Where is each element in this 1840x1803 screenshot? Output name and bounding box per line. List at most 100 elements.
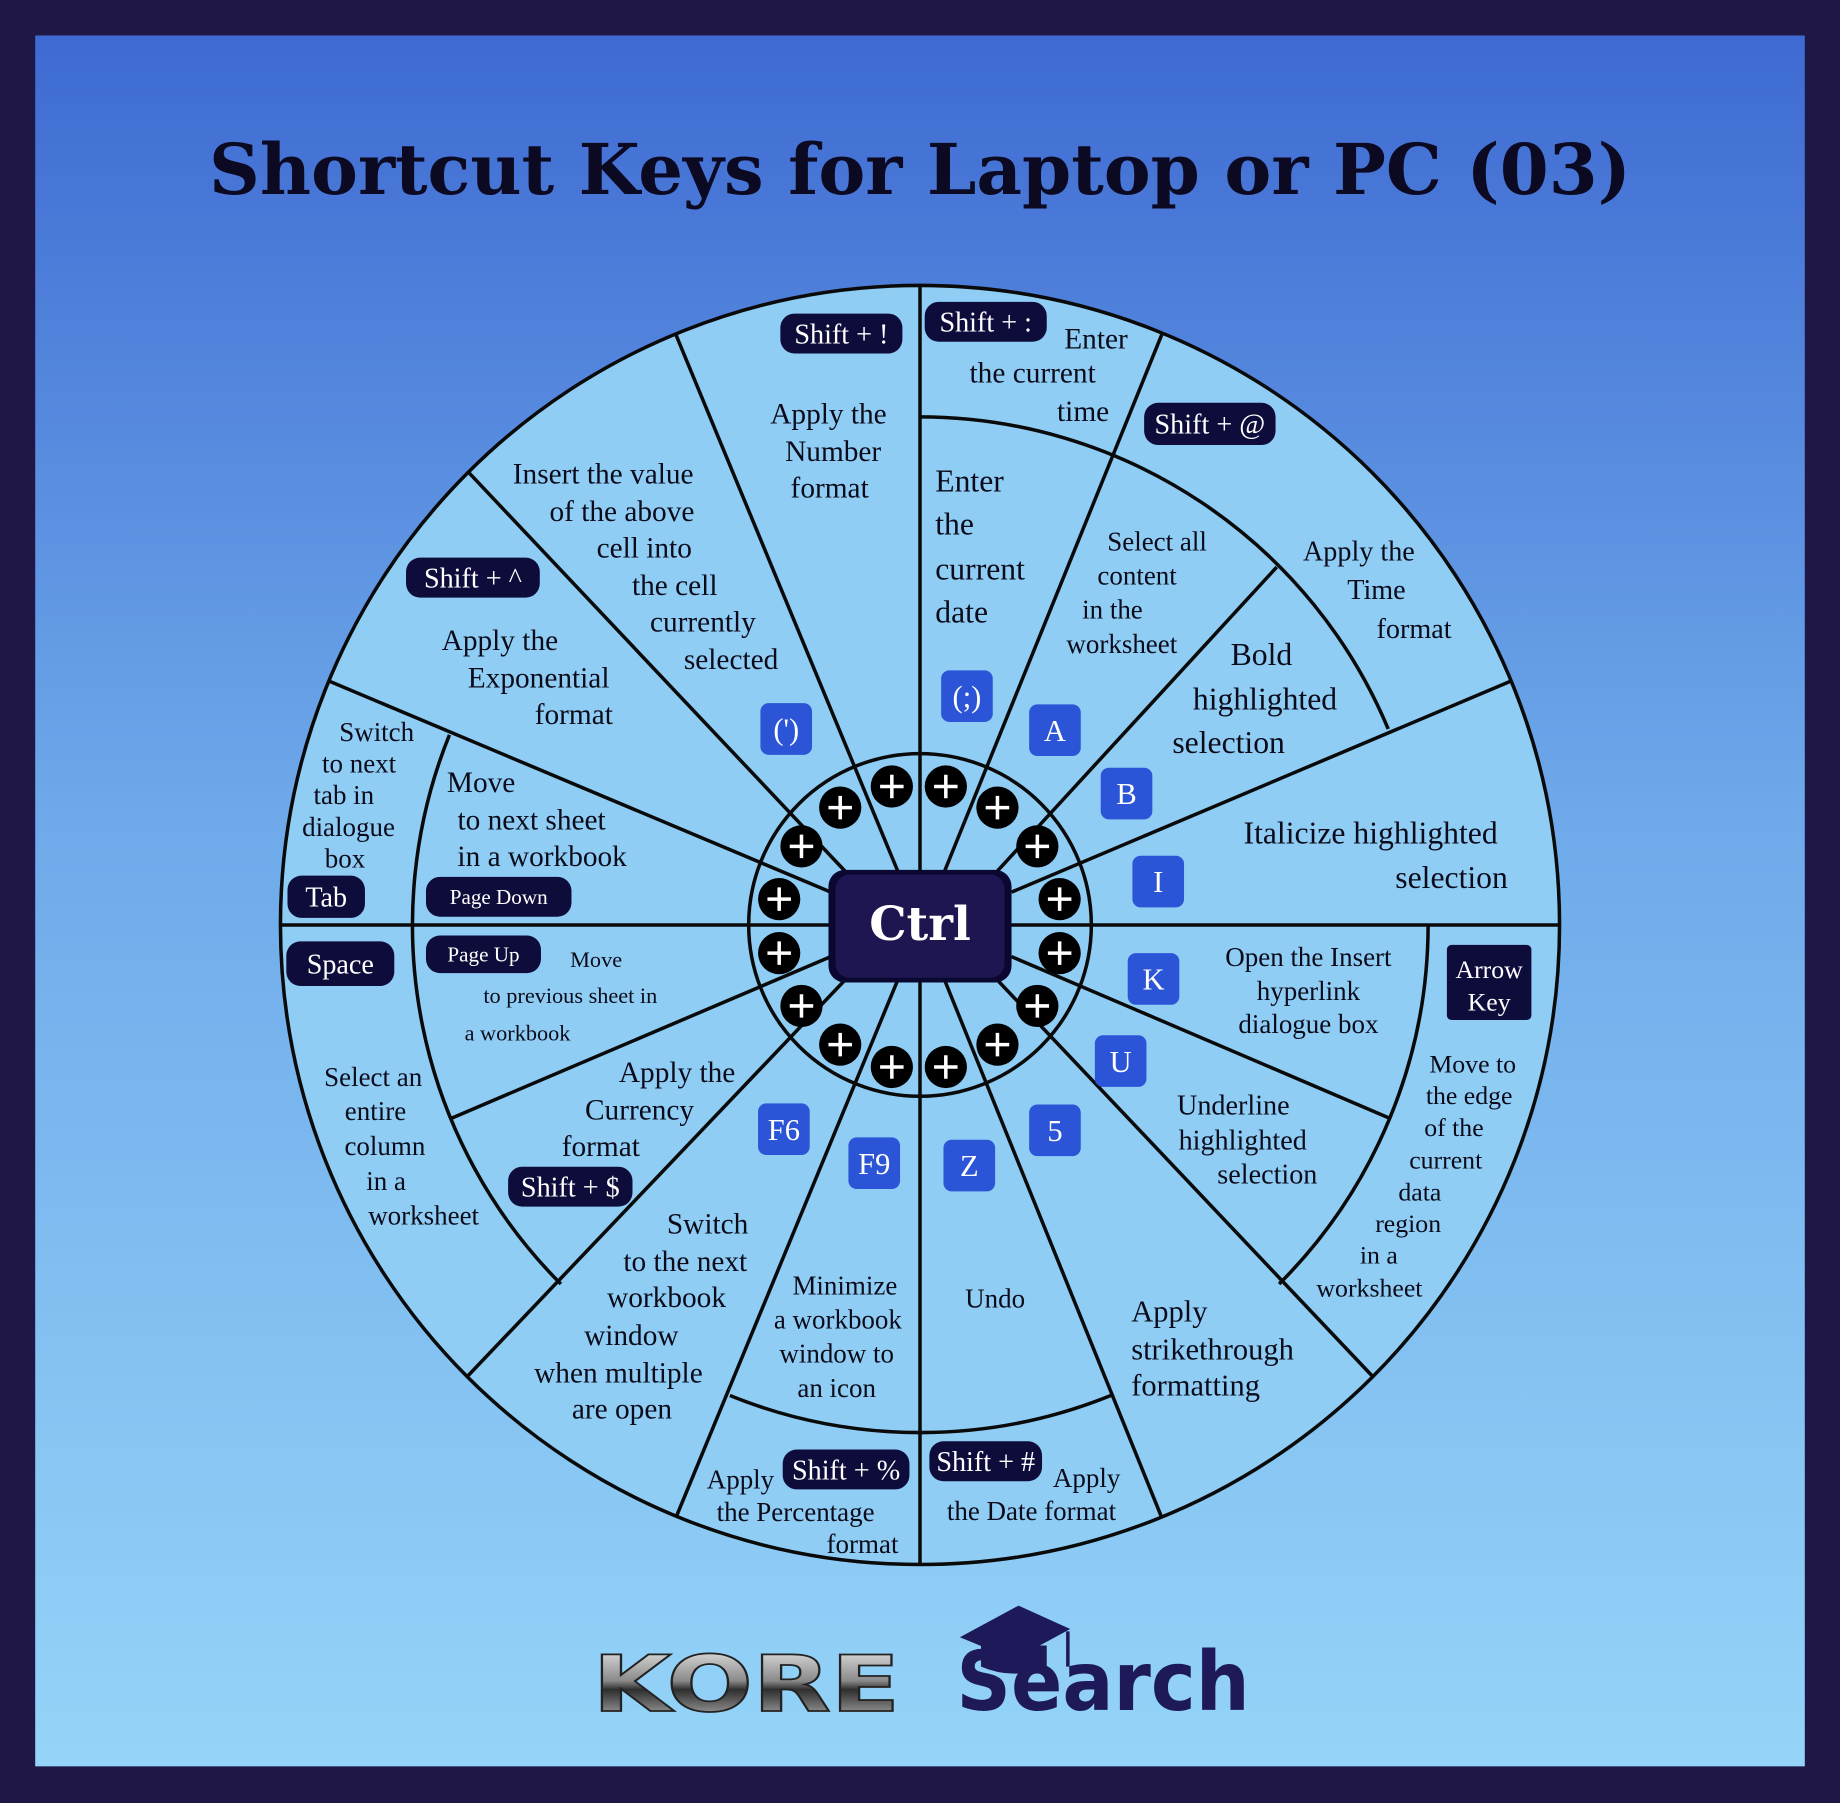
page-title: Shortcut Keys for Laptop or PC (03)	[209, 128, 1631, 211]
sector-description-line: window	[584, 1320, 679, 1352]
shortcut-key-badge: Tab	[287, 875, 365, 918]
plus-circle-icon	[1038, 932, 1081, 975]
sector-description-line: content	[1097, 561, 1177, 591]
sector-description-line: cell into	[597, 532, 692, 564]
sector-description-line: Enter	[1064, 324, 1128, 356]
logo-kore: KORE	[593, 1640, 900, 1730]
shortcut-key-label: Tab	[305, 883, 347, 914]
plus-circle-icon	[758, 878, 801, 921]
sector-description-line: when multiple	[534, 1357, 703, 1389]
shortcut-key-badge: Space	[286, 941, 395, 986]
sector-description-line: data	[1398, 1177, 1442, 1206]
shortcut-key-badge: B	[1100, 767, 1153, 820]
sector-divider	[468, 471, 847, 873]
shortcut-key-label: B	[1116, 777, 1136, 811]
sector-description-line: the Percentage	[717, 1497, 875, 1527]
logo-search: Search	[956, 1635, 1249, 1730]
shortcut-key-badge: (;)	[941, 670, 993, 722]
sector-description-line: the cell	[632, 570, 717, 602]
sector-description-line: Open the Insert	[1225, 942, 1392, 972]
sector-description-line: to the next	[623, 1246, 747, 1278]
sector-description-line: format	[562, 1131, 640, 1163]
sector-description-line: Bold	[1231, 637, 1293, 672]
sector-description-line: Exponential	[468, 663, 610, 695]
sector-description-line: currently	[650, 606, 756, 638]
plus-circle-icon	[870, 1045, 913, 1089]
sector-description-line: date	[935, 595, 988, 630]
sector-description-line: in a	[1360, 1241, 1399, 1270]
shortcut-key-label: Shift + %	[792, 1455, 900, 1486]
shortcut-key-label: Page Down	[450, 885, 548, 909]
sector-description-line: an icon	[797, 1373, 876, 1403]
sector-description-line: to next	[322, 748, 397, 778]
inner-arc-bottom	[729, 1392, 1115, 1435]
shortcut-key-badge: F6	[758, 1103, 810, 1155]
shortcut-key-badge: K	[1127, 953, 1180, 1005]
sector-description-line: Apply	[707, 1464, 775, 1494]
ctrl-key-label: Ctrl	[869, 897, 971, 952]
inner-ring	[746, 751, 1094, 1099]
sector-description-line: Insert the value	[513, 458, 694, 490]
sector-divider	[449, 955, 832, 1121]
plus-circle-icon	[1016, 825, 1059, 868]
sector-divider	[996, 978, 1375, 1378]
sector-description-line: formatting	[1131, 1369, 1260, 1403]
shortcut-key-label: Arrow	[1455, 955, 1523, 984]
sector-description-line: Select all	[1107, 527, 1207, 557]
inner-arc-top	[919, 415, 1390, 730]
sector-description-line: the Date format	[947, 1496, 1117, 1526]
sector-divider	[1010, 679, 1513, 894]
plus-circle-icon	[819, 786, 862, 829]
sector-description-line: Currency	[585, 1094, 694, 1126]
sector-description-line: in a workbook	[457, 841, 627, 873]
shortcut-key-badge: F9	[848, 1137, 901, 1189]
sector-description-line: to previous sheet in	[483, 983, 657, 1008]
sector-description-line: Apply the	[770, 399, 886, 431]
kore-search-logo: KORE Search	[592, 1605, 1250, 1731]
sector-description-line: format	[827, 1529, 899, 1559]
sector-description-line: strikethrough	[1131, 1332, 1294, 1366]
sector-description-line: selection	[1217, 1160, 1317, 1191]
shortcut-key-label: F6	[768, 1113, 800, 1147]
shortcut-key-badge: Shift + @	[1144, 402, 1276, 446]
plus-circle-icon	[780, 825, 823, 868]
sector-divider	[674, 334, 900, 872]
sector-description-line: column	[344, 1131, 425, 1161]
sector-description-line: time	[1057, 396, 1109, 428]
shortcut-key-badge: Shift + !	[780, 313, 903, 354]
sector-description-line: in the	[1082, 595, 1143, 625]
sector-description-line: worksheet	[1316, 1274, 1423, 1303]
sector-description-line: in a	[366, 1166, 406, 1196]
shortcut-key-label: K	[1143, 963, 1165, 997]
graduation-cap-icon	[959, 1605, 1071, 1674]
sector-description-line: of the	[1424, 1113, 1483, 1142]
shortcut-key-label: F9	[858, 1147, 890, 1181]
sector-description-line: hyperlink	[1257, 976, 1361, 1006]
sector-description-line: Switch	[667, 1208, 749, 1240]
sector-description-line: format	[535, 699, 613, 731]
sector-description-line: Italicize highlighted	[1244, 815, 1498, 850]
sector-description-line: tab in	[313, 780, 374, 810]
sector-description-line: window to	[779, 1339, 894, 1369]
shortcut-key-badge: A	[1029, 704, 1081, 756]
sector-divider	[674, 979, 900, 1519]
plus-circle-icon	[924, 765, 967, 808]
plus-circle-icon	[870, 765, 913, 808]
sector-description-line: Apply the	[442, 625, 558, 657]
shortcut-key-label: Shift + !	[794, 319, 888, 350]
sector-description-line: highlighted	[1193, 682, 1337, 717]
shortcut-key-badge: Shift + %	[782, 1449, 910, 1490]
sector-description-line: format	[1376, 614, 1451, 645]
sector-description-line: Move	[570, 947, 622, 972]
sector-description-line: current	[1409, 1146, 1483, 1175]
